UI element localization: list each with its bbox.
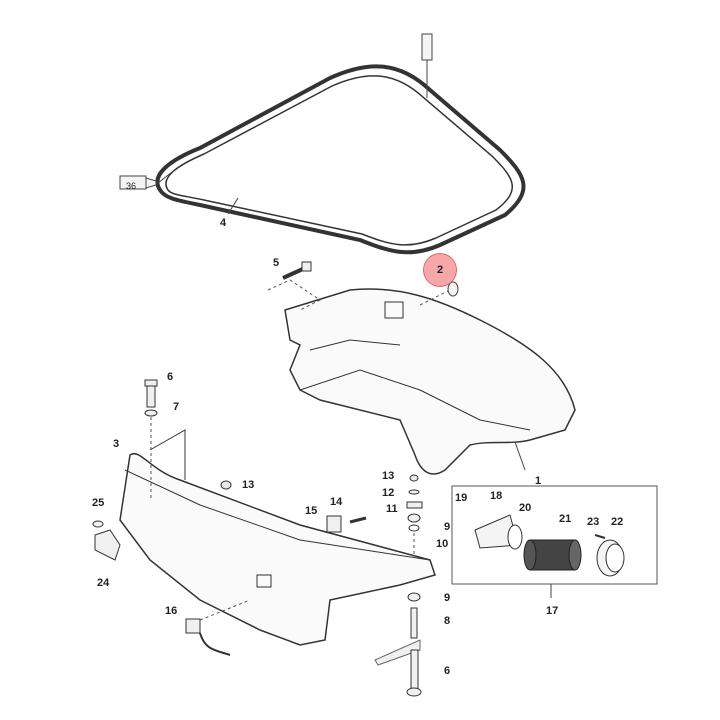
switch-part-16: [185, 618, 201, 634]
part-label-24[interactable]: 24: [97, 577, 110, 589]
bracket-part-24: [94, 529, 121, 561]
part-label-6b[interactable]: 6: [444, 665, 451, 677]
sealant-tube-36-icon: [119, 171, 173, 190]
part-label-22[interactable]: 22: [611, 516, 624, 528]
part-label-9a[interactable]: 9: [444, 521, 451, 533]
part-label-11[interactable]: 11: [386, 503, 398, 515]
plug-part-2: [447, 281, 459, 297]
part-label-14[interactable]: 14: [330, 496, 343, 508]
washer-part-7: [144, 409, 158, 417]
part-label-12[interactable]: 12: [382, 487, 395, 499]
part-label-23[interactable]: 23: [587, 516, 600, 528]
screw-part-14: [349, 516, 367, 524]
bracket-part-8: [410, 607, 418, 639]
seal-ring-part-4: [155, 64, 526, 255]
top-cowl-part-1: [284, 288, 576, 475]
part-label-8[interactable]: 8: [444, 615, 451, 627]
part-label-2[interactable]: 2: [437, 264, 444, 276]
part-label-15[interactable]: 15: [305, 505, 318, 517]
bottom-cowl-part-3: [119, 429, 436, 646]
part-label-13b[interactable]: 13: [382, 470, 395, 482]
part-label-5[interactable]: 5: [273, 257, 280, 269]
part-label-4[interactable]: 4: [220, 217, 227, 229]
sealant-tube-icon: [421, 33, 433, 98]
latch-part-15: [326, 515, 342, 533]
washer-part-25: [92, 520, 104, 528]
assembly-box-part-17: [451, 485, 658, 585]
part-label-18[interactable]: 18: [490, 490, 503, 502]
part-label-36[interactable]: 36: [126, 181, 137, 191]
bolt-part-5: [282, 261, 312, 280]
part-label-17[interactable]: 17: [546, 605, 559, 617]
part-label-13a[interactable]: 13: [242, 479, 255, 491]
part-label-25[interactable]: 25: [92, 497, 105, 509]
part-label-6a[interactable]: 6: [167, 371, 174, 383]
part-label-19[interactable]: 19: [455, 492, 468, 504]
part-label-10[interactable]: 10: [436, 538, 449, 550]
part-label-7[interactable]: 7: [173, 401, 180, 413]
part-label-1[interactable]: 1: [535, 475, 542, 487]
part-label-3[interactable]: 3: [113, 438, 120, 450]
part-label-20[interactable]: 20: [519, 502, 532, 514]
bolt-part-6-top: [144, 379, 158, 408]
part-label-21[interactable]: 21: [559, 513, 572, 525]
part-label-9b[interactable]: 9: [444, 592, 451, 604]
highlight-part-2[interactable]: [423, 253, 457, 287]
part-label-16[interactable]: 16: [165, 605, 178, 617]
nut-part-13: [220, 480, 232, 490]
